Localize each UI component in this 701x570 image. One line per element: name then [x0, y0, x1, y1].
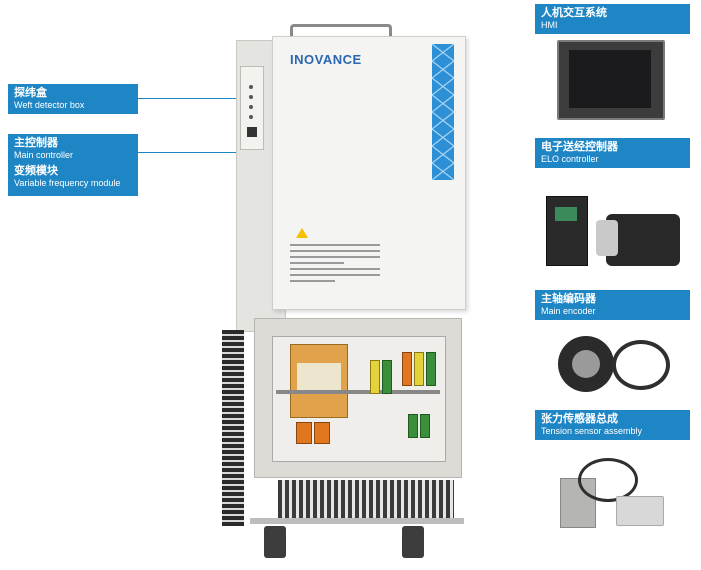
servo-motor-image — [606, 214, 680, 266]
brand-stripe — [431, 43, 455, 181]
label-weft-en: Weft detector box — [14, 100, 85, 110]
terminal-strip-vertical — [222, 330, 244, 526]
relay-module-2 — [382, 360, 392, 394]
encoder-cable — [612, 340, 670, 390]
breaker-2 — [314, 422, 330, 444]
label-vfm-en: Variable frequency module — [14, 178, 121, 188]
label-tension-en: Tension sensor assembly — [541, 426, 643, 436]
label-vfm-zh: 变频模块 — [14, 165, 58, 177]
label-elo-zh: 电子送经控制器 — [541, 141, 618, 153]
breaker-4 — [420, 414, 430, 438]
encoder-image — [558, 336, 614, 392]
warning-text-lines — [290, 244, 380, 286]
tension-amplifier-image — [616, 496, 664, 526]
label-main-zh: 主控制器 — [14, 137, 58, 149]
breaker-3 — [408, 414, 418, 438]
breaker-1 — [296, 422, 312, 444]
label-main-controller: 主控制器 Main controller 变频模块 Variable frequ… — [8, 134, 138, 196]
leader-weft — [138, 98, 244, 99]
warning-icon — [296, 228, 308, 238]
label-hmi: 人机交互系统 HMI — [535, 4, 690, 34]
leader-main — [138, 152, 298, 153]
machine-foot-left — [264, 526, 286, 558]
tension-sensor-cable — [578, 458, 638, 502]
relay-module-1 — [370, 360, 380, 394]
label-weft-detector: 探纬盒 Weft detector box — [8, 84, 138, 114]
servo-motor-shaft — [596, 220, 618, 256]
label-elo-en: ELO controller — [541, 154, 599, 164]
label-tension: 张力传感器总成 Tension sensor assembly — [535, 410, 690, 440]
machine-base — [250, 518, 464, 524]
label-hmi-zh: 人机交互系统 — [541, 7, 607, 19]
machine-foot-right — [402, 526, 424, 558]
weft-detector-box — [240, 66, 264, 150]
label-main-en: Main controller — [14, 150, 74, 160]
cabinet-handle — [290, 24, 392, 43]
label-enc-zh: 主轴编码器 — [541, 293, 596, 305]
terminal-strip-bottom — [278, 480, 454, 518]
transformer — [290, 344, 348, 418]
relay-module-3 — [402, 352, 412, 386]
label-enc-en: Main encoder — [541, 306, 596, 316]
label-elo: 电子送经控制器 ELO controller — [535, 138, 690, 168]
brand-logo: INOVANCE — [290, 52, 362, 67]
hmi-panel-image — [557, 40, 665, 120]
relay-module-5 — [426, 352, 436, 386]
label-weft-zh: 探纬盒 — [14, 87, 47, 99]
relay-module-4 — [414, 352, 424, 386]
label-encoder: 主轴编码器 Main encoder — [535, 290, 690, 320]
label-tension-zh: 张力传感器总成 — [541, 413, 618, 425]
elo-drive-image — [546, 196, 588, 266]
label-hmi-en: HMI — [541, 20, 558, 30]
din-rail — [276, 390, 440, 394]
